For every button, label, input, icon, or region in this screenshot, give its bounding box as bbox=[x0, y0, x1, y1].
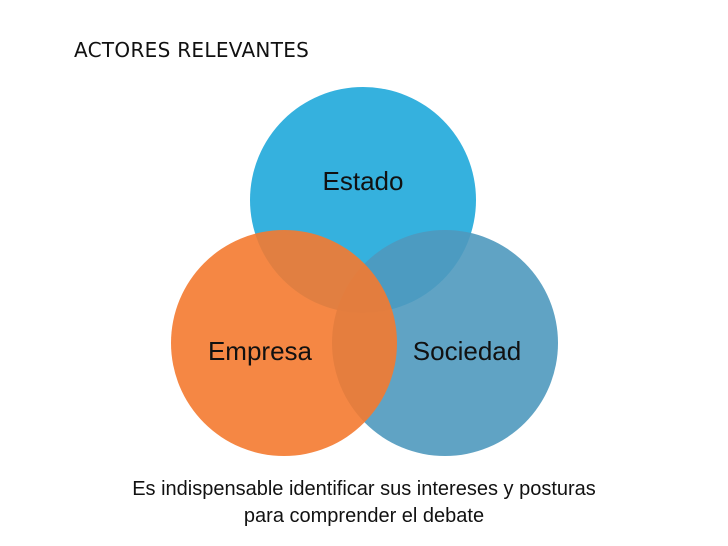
circle-sociedad bbox=[332, 230, 558, 456]
caption-text: Es indispensable identificar sus interes… bbox=[132, 478, 596, 527]
label-estado: Estado bbox=[323, 166, 404, 196]
label-sociedad: Sociedad bbox=[413, 336, 521, 366]
label-empresa: Empresa bbox=[208, 336, 313, 366]
circle-empresa bbox=[171, 230, 397, 456]
slide-title: ACTORES RELEVANTES bbox=[74, 38, 310, 62]
